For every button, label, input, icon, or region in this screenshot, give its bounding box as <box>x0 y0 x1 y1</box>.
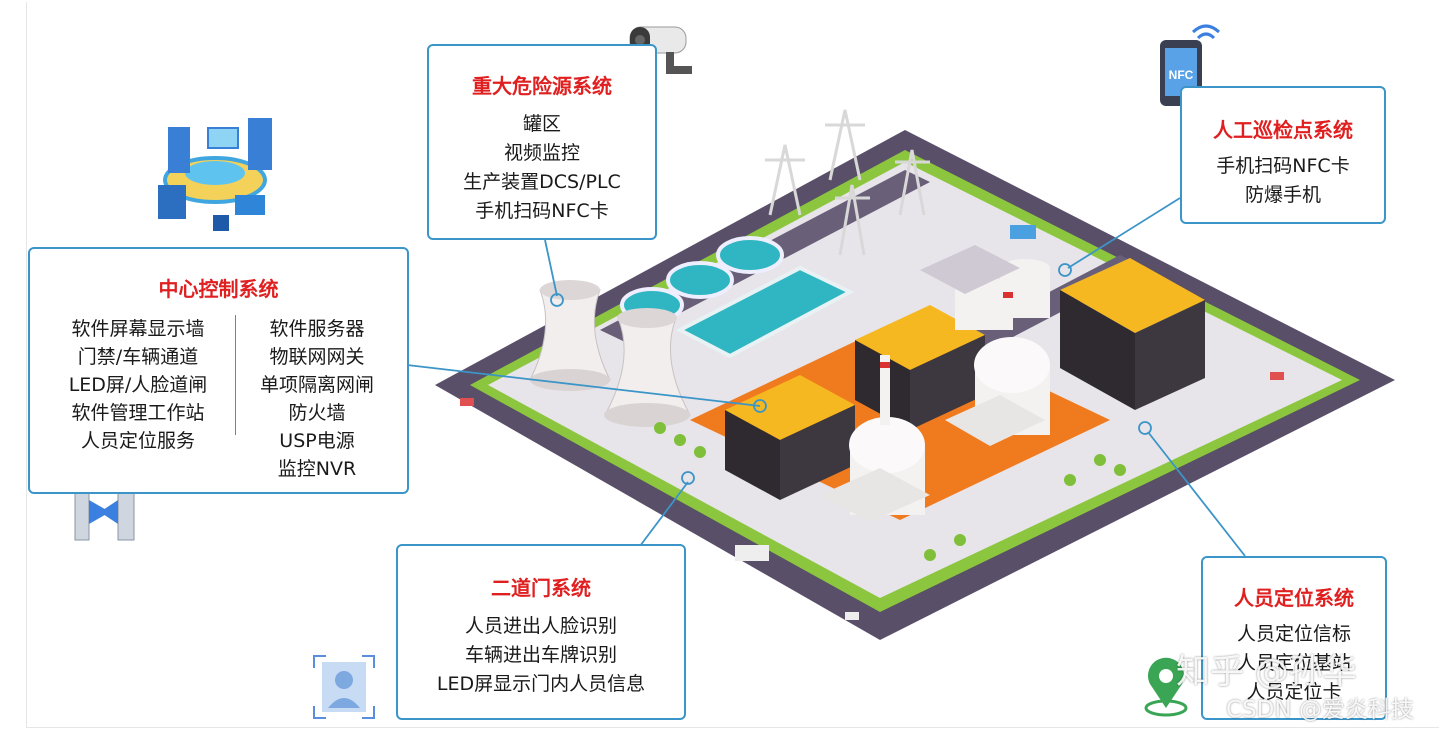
truck <box>1010 225 1036 239</box>
central-item: 防火墙 <box>288 402 346 424</box>
chimney <box>880 355 890 425</box>
settling-tank <box>666 261 734 299</box>
gate-item: LED屏显示门内人员信息 <box>436 673 646 695</box>
central-item: 监控NVR <box>277 458 357 480</box>
hazard-item: 视频监控 <box>503 142 580 164</box>
central-item: 门禁/车辆通道 <box>77 346 199 368</box>
gate-item: 人员进出人脸识别 <box>464 615 617 637</box>
utility-building <box>920 245 1020 294</box>
patrol-title: 人工巡检点系统 <box>1213 118 1353 142</box>
central-item: 软件服务器 <box>269 318 365 340</box>
gate-item: 车辆进出车牌识别 <box>464 644 617 666</box>
location-title: 人员定位系统 <box>1234 586 1354 610</box>
patrol-item: 手机扫码NFC卡 <box>1216 155 1350 177</box>
server-cluster-icon <box>158 118 272 231</box>
central-item: 软件管理工作站 <box>71 402 205 424</box>
central-title: 中心控制系统 <box>158 277 279 301</box>
truck <box>735 545 769 561</box>
central-item: 软件屏幕显示墙 <box>71 318 205 340</box>
column-divider <box>235 315 236 435</box>
location-item: 人员定位信标 <box>1236 623 1351 645</box>
hazard-item: 手机扫码NFC卡 <box>475 200 609 222</box>
central-item: 单项隔离网闸 <box>259 374 374 396</box>
chimney <box>1003 285 1013 330</box>
plant-building-1 <box>725 375 855 500</box>
zhihu-watermark: 知乎 @孙华 <box>1176 652 1357 692</box>
settling-tank <box>716 236 784 274</box>
control-building <box>1060 258 1205 410</box>
personnel-location-system-box: 人员定位系统 人员定位信标 人员定位基站 人员定位卡 <box>1201 556 1387 720</box>
patrol-item: 防爆手机 <box>1244 184 1321 206</box>
manual-patrol-system-box: 人工巡检点系统 手机扫码NFC卡 防爆手机 <box>1180 86 1386 224</box>
connector-lines <box>406 197 1246 557</box>
trees <box>654 422 1126 561</box>
hazard-source-items: 罐区 视频监控 生产装置DCS/PLC 手机扫码NFC卡 <box>429 110 655 226</box>
csdn-watermark: CSDN @爱炎科技 <box>1226 697 1414 723</box>
water-pool <box>675 265 855 359</box>
car <box>460 398 474 406</box>
patrol-items: 手机扫码NFC卡 防爆手机 <box>1182 152 1384 210</box>
hazard-item: 罐区 <box>522 113 561 135</box>
location-item: 人员定位基站 <box>1236 652 1351 674</box>
central-item: 物联网网关 <box>269 346 365 368</box>
hazard-source-title: 重大危险源系统 <box>472 74 612 98</box>
car <box>1270 372 1284 380</box>
central-right-items: 软件服务器 物联网网关 单项隔离网闸 防火墙 USP电源 监控NVR <box>242 315 392 483</box>
car <box>845 612 859 620</box>
central-item: 人员定位服务 <box>80 430 195 452</box>
annex-building <box>945 395 1045 446</box>
central-left-items: 软件屏幕显示墙 门禁/车辆通道 LED屏/人脸道闸 软件管理工作站 人员定位服务 <box>38 315 238 455</box>
second-gate-system-box: 二道门系统 人员进出人脸识别 车辆进出车牌识别 LED屏显示门内人员信息 <box>396 544 686 720</box>
location-item: 人员定位卡 <box>1246 681 1342 703</box>
gate-title: 二道门系统 <box>491 576 591 600</box>
annex-building <box>820 468 930 522</box>
location-pin-icon <box>1144 657 1188 717</box>
central-control-system-box: 中心控制系统 软件屏幕显示墙 门禁/车辆通道 LED屏/人脸道闸 软件管理工作站… <box>28 247 409 494</box>
location-items: 人员定位信标 人员定位基站 人员定位卡 <box>1203 620 1385 707</box>
face-recognition-icon <box>313 655 375 719</box>
nfc-label: NFC <box>1169 68 1194 82</box>
central-item: LED屏/人脸道闸 <box>68 374 208 396</box>
central-item: USP电源 <box>279 430 355 452</box>
hazard-item: 生产装置DCS/PLC <box>463 171 621 193</box>
hazard-source-system-box: 重大危险源系统 罐区 视频监控 生产装置DCS/PLC 手机扫码NFC卡 <box>427 44 657 240</box>
gate-items: 人员进出人脸识别 车辆进出车牌识别 LED屏显示门内人员信息 <box>398 612 684 699</box>
power-pylons <box>765 109 930 256</box>
